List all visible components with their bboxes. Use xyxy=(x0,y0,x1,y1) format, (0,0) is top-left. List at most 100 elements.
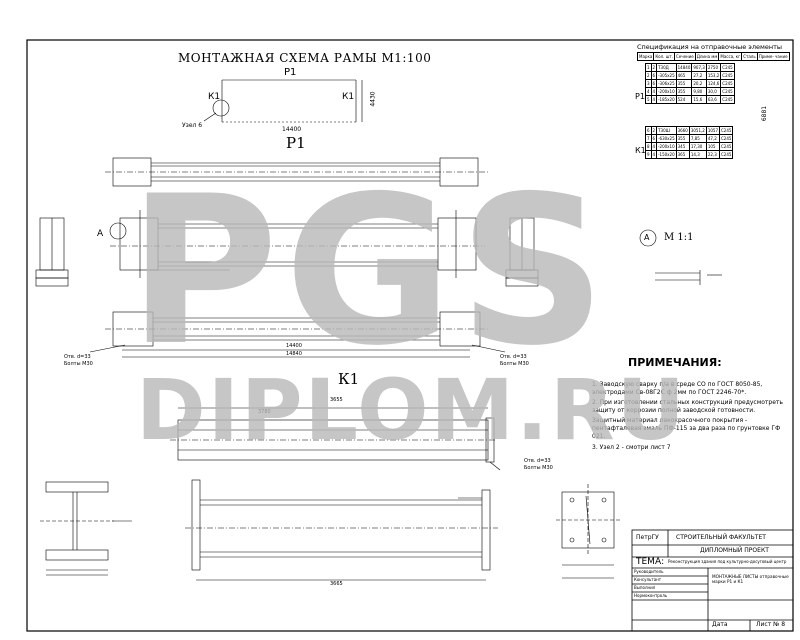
notes-heading: ПРИМЕЧАНИЯ: xyxy=(628,356,722,369)
spec-k1-cell: 1057 xyxy=(705,125,721,135)
spec-k1-cell: 355 xyxy=(675,133,690,143)
stamp-row-4: Нормоконтроль xyxy=(634,593,668,598)
spec-k1-cell: 14,3 xyxy=(688,149,707,159)
spec-p1-cell: С245 xyxy=(720,94,735,104)
k1-section-left xyxy=(40,481,132,576)
p1-plan-view xyxy=(89,311,506,358)
spec-k1-cell: -200x10 xyxy=(656,141,677,151)
spec-group-k1: К1 xyxy=(635,146,646,155)
k1-total-dim: 3655 xyxy=(330,397,343,403)
spec-p1-cell: 465 xyxy=(675,70,693,80)
right-holes-note: Отв. d=33 xyxy=(500,354,527,360)
spec-col-mark: Марка xyxy=(636,51,655,61)
spec-p1-cell: 2750 xyxy=(705,62,722,72)
spec-total: 6881 xyxy=(761,105,769,122)
spec-table: Спецификация на отправочные элементы Мар… xyxy=(635,44,791,159)
spec-k1-cell: 365 xyxy=(675,149,690,159)
spec-col-mass: Масса, кг xyxy=(718,51,743,61)
k1-holes-note: Отв. d=33 xyxy=(524,458,551,464)
left-bolts-note: Болты М30 xyxy=(64,361,93,367)
spec-p1-cell: 27,2 xyxy=(691,70,707,80)
left-holes-note: Отв. d=33 xyxy=(64,354,91,360)
k1-part-dim: 3780 xyxy=(258,409,271,415)
spec-k1-cell: Т30Ш xyxy=(656,125,677,135)
k1-bottom-dim: 3665 xyxy=(330,581,343,587)
spec-k1-cell: 7,85 xyxy=(688,133,707,143)
scheme-k1-right: К1 xyxy=(342,92,355,102)
spec-p1-cell: 63,6 xyxy=(705,94,722,104)
stamp-theme: Реконструкция здания под культурно-досуг… xyxy=(668,559,787,564)
spec-p1-cell: 20,2 xyxy=(691,78,707,88)
scheme-k1-left: К1 xyxy=(208,92,221,102)
k1-heading: К1 xyxy=(338,370,360,388)
spec-col-qty: Кол. шт. xyxy=(653,51,675,61)
spec-p1-cell: 14840 xyxy=(675,62,693,72)
notes-block: ПРИМЕЧАНИЯ: 1. Заводскую сварку п/а в ср… xyxy=(592,356,788,454)
p1-elevation xyxy=(105,157,488,187)
spec-p1-cell: 355 xyxy=(675,78,693,88)
spec-k1-cell: 22,3 xyxy=(705,149,721,159)
node-a-detail xyxy=(639,229,722,285)
spec-group-p1: Р1 xyxy=(635,92,645,101)
spec-p1-cell: 9,80 xyxy=(691,86,707,96)
spec-col-section: Сечение xyxy=(673,51,696,61)
spec-col-note: Приме- чание xyxy=(756,51,790,61)
spec-p1-cell: 30,0 xyxy=(705,86,722,96)
stamp-theme-label: ТЕМА: xyxy=(636,557,665,567)
stamp-project: ДИПЛОМНЫЙ ПРОЕКТ xyxy=(700,547,769,554)
note-4: 3. Узел 2 - смотри лист 7 xyxy=(592,443,671,451)
spec-k1-cell: -150x20 xyxy=(656,149,677,159)
spec-k1-cell: 3660 xyxy=(675,125,690,135)
stamp-sheet-number: Лист № 8 xyxy=(756,621,786,628)
spec-p1-cell: 153,2 xyxy=(705,70,722,80)
stamp-sheet-title: МОНТАЖНЫЕ ЛИСТЫ отправочные марки Р1 и К… xyxy=(712,574,789,585)
scheme-node: Узел 6 xyxy=(182,122,203,129)
stamp-org: ПетрГУ xyxy=(636,534,659,541)
spec-k1-cell: С245 xyxy=(718,133,734,143)
k1-base-plate xyxy=(556,484,620,579)
spec-p1-cell: С245 xyxy=(720,78,735,88)
spec-p1-cell: -306x25 xyxy=(656,78,677,88)
spec-p1-cell: 907,3 xyxy=(691,62,707,72)
spec-k1-cell: 17,30 xyxy=(688,141,707,151)
spec-k1-cell: С245 xyxy=(718,149,734,159)
spec-p1-cell: С245 xyxy=(720,86,735,96)
stamp-date: Дата xyxy=(712,621,728,628)
spec-p1-cell: 355 xyxy=(675,86,693,96)
spec-p1-cell: 124,6 xyxy=(705,78,722,88)
stamp-faculty: СТРОИТЕЛЬНЫЙ ФАКУЛЬТЕТ xyxy=(676,534,766,541)
spec-k1-cell: 47,2 xyxy=(705,133,721,143)
scheme-height: 4430 xyxy=(369,91,377,107)
p1-heading: Р1 xyxy=(286,134,306,152)
frame-scheme xyxy=(203,79,363,123)
note-1: 1. Заводскую сварку п/а в среде СО по ГО… xyxy=(592,380,763,396)
scheme-span: 14400 xyxy=(282,126,302,133)
spec-k1-cell: 345 xyxy=(675,141,690,151)
scheme-p1-label: Р1 xyxy=(284,67,297,78)
p1-total-dim: 14400 xyxy=(286,343,302,349)
spec-k1-cell: 3051,2 xyxy=(688,125,707,135)
spec-p1-cell: С245 xyxy=(720,62,735,72)
node-a-scale: М 1:1 xyxy=(664,232,694,243)
p1-main-view xyxy=(35,210,539,287)
spec-p1-cell: 15,6 xyxy=(691,94,707,104)
k1-bolts-note: Болты М30 xyxy=(524,465,553,471)
note-3: Защитный материал лакокрасочного покрыти… xyxy=(592,417,781,441)
sheet-frame xyxy=(26,39,794,632)
k1-top-view xyxy=(170,407,501,471)
p1-length-dim: 14840 xyxy=(286,351,302,357)
spec-p1-cell: -305x25 xyxy=(656,70,677,80)
spec-k1-cell: С245 xyxy=(718,141,734,151)
note-2: 2. При изготовлении стальных конструкций… xyxy=(592,399,783,415)
spec-col-steel: Сталь xyxy=(741,51,758,61)
title-block xyxy=(631,529,794,632)
